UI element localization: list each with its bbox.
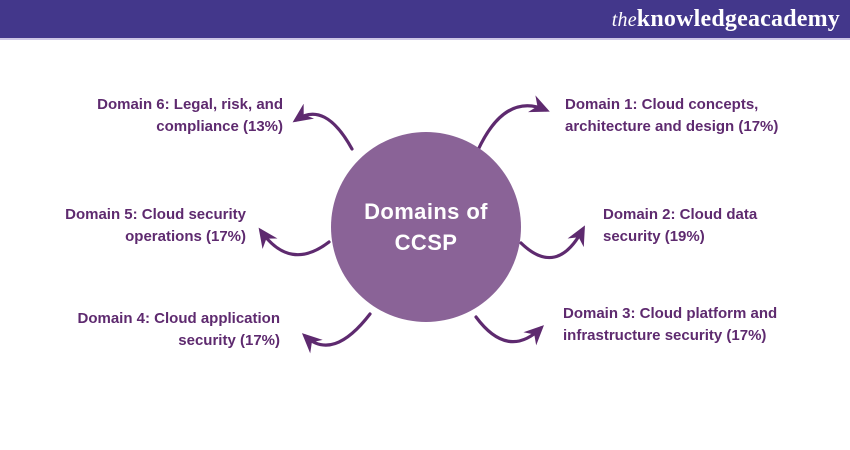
center-title-line1: Domains of — [364, 199, 488, 224]
domain-4-line1: Domain 4: Cloud application — [77, 310, 280, 327]
logo-academy: academy — [747, 5, 840, 32]
domain-4-line2: security (17%) — [178, 332, 280, 349]
domain-3-line2: infrastructure security (17%) — [563, 327, 767, 344]
arrow-to-domain-4 — [301, 312, 372, 354]
domain-6-line2: compliance (13%) — [156, 118, 283, 135]
center-circle: Domains of CCSP — [331, 132, 521, 322]
domain-5-line1: Domain 5: Cloud security — [65, 206, 246, 223]
arrow-to-domain-6 — [292, 103, 354, 151]
domain-5-line2: operations (17%) — [125, 228, 246, 245]
domain-2-label: Domain 2: Cloud data security (19%) — [603, 204, 757, 248]
logo-the: the — [611, 8, 637, 31]
domain-6-label: Domain 6: Legal, risk, and compliance (1… — [97, 94, 283, 138]
domain-3-line1: Domain 3: Cloud platform and — [563, 305, 778, 322]
domain-3-label: Domain 3: Cloud platform and infrastruct… — [563, 303, 777, 347]
center-title-line2: CCSP — [394, 230, 458, 255]
domain-1-line2: architecture and design (17%) — [565, 118, 779, 135]
domain-4-label: Domain 4: Cloud application security (17… — [77, 308, 280, 352]
brand-logo: theknowledgeacademy — [612, 0, 840, 39]
domain-2-line1: Domain 2: Cloud data — [603, 206, 758, 223]
logo-knowledge: knowledge — [636, 5, 748, 32]
domain-2-line2: security (19%) — [603, 228, 705, 245]
domain-6-line1: Domain 6: Legal, risk, and — [97, 96, 283, 113]
arrow-to-domain-5 — [258, 227, 331, 257]
domain-1-label: Domain 1: Cloud concepts, architecture a… — [565, 94, 778, 138]
arrow-to-domain-2 — [519, 225, 585, 260]
domain-5-label: Domain 5: Cloud security operations (17%… — [65, 204, 246, 248]
domain-1-line1: Domain 1: Cloud concepts, — [565, 96, 759, 113]
arrow-to-domain-3 — [474, 315, 544, 346]
header-bar: theknowledgeacademy — [0, 0, 850, 40]
arrow-to-domain-1 — [476, 95, 550, 152]
